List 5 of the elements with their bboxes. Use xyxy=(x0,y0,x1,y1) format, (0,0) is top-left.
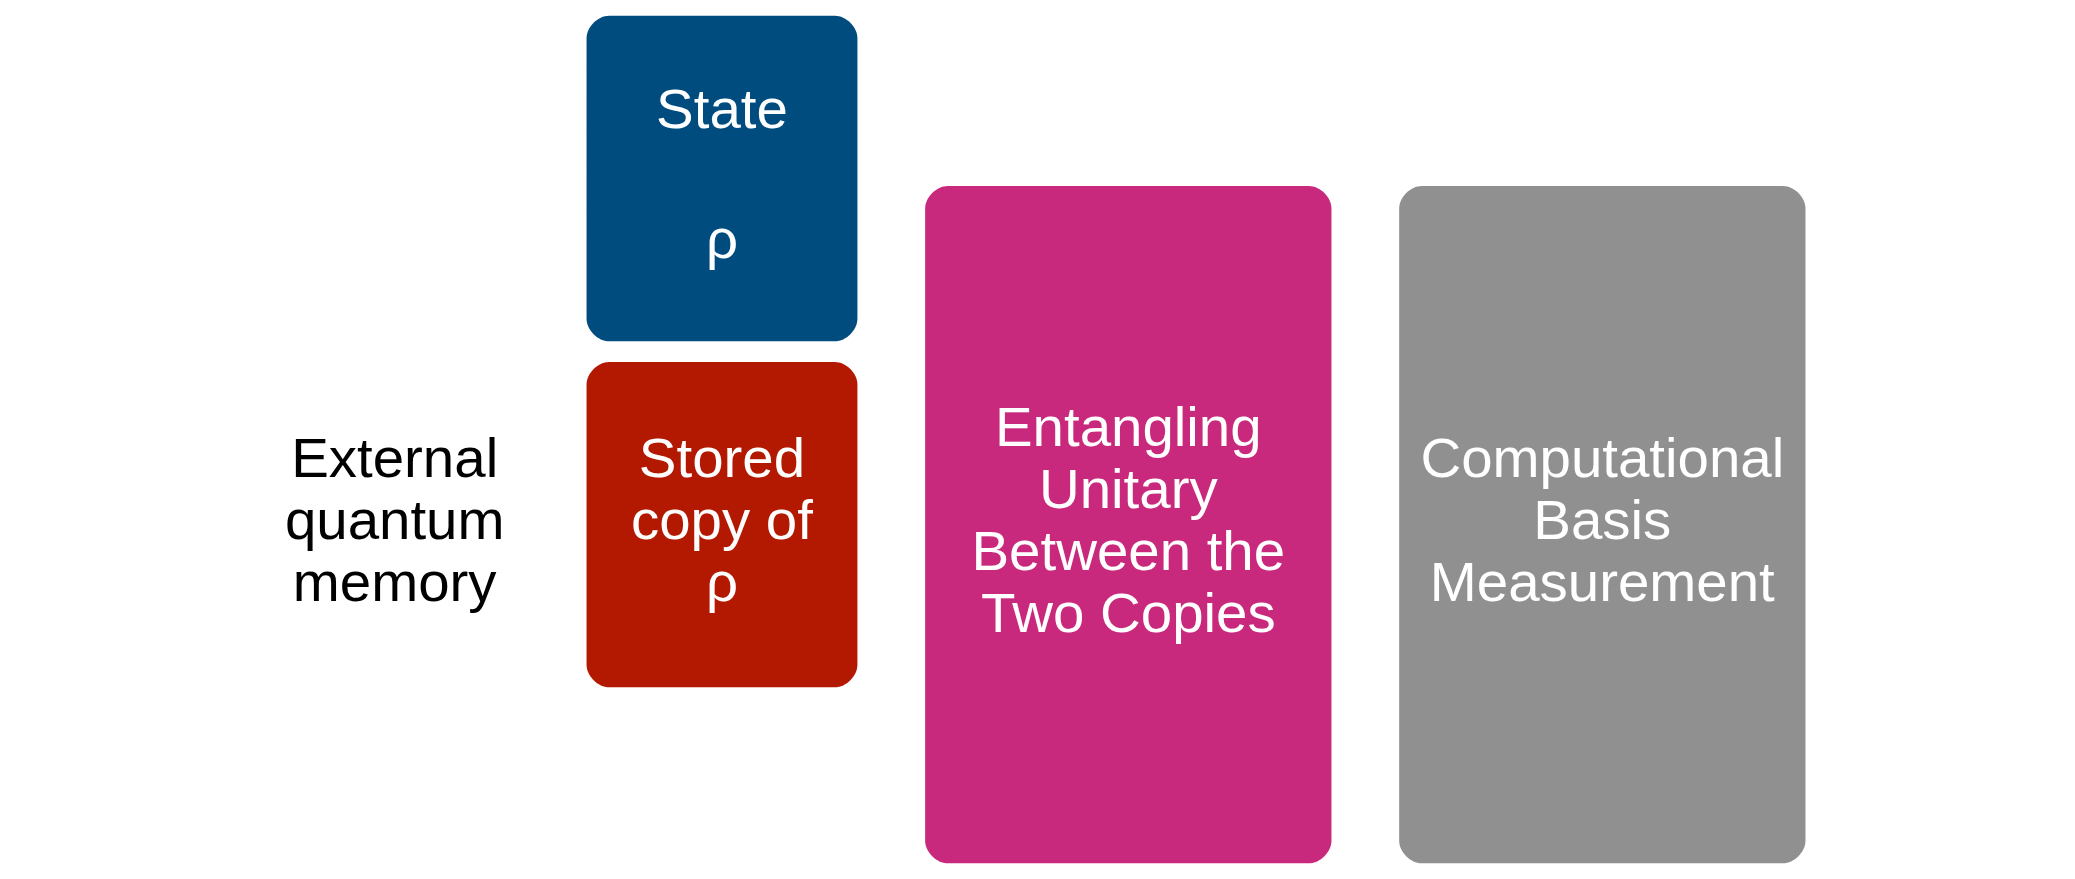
node-box: Stored copy of ρ xyxy=(586,361,857,688)
label: External quantum memory xyxy=(284,425,504,613)
node-box: Entangling Unitary Between the Two Copies xyxy=(924,186,1331,864)
node-box: State ρ xyxy=(586,15,857,342)
node-box: Computational Basis Measurement xyxy=(1398,186,1805,864)
